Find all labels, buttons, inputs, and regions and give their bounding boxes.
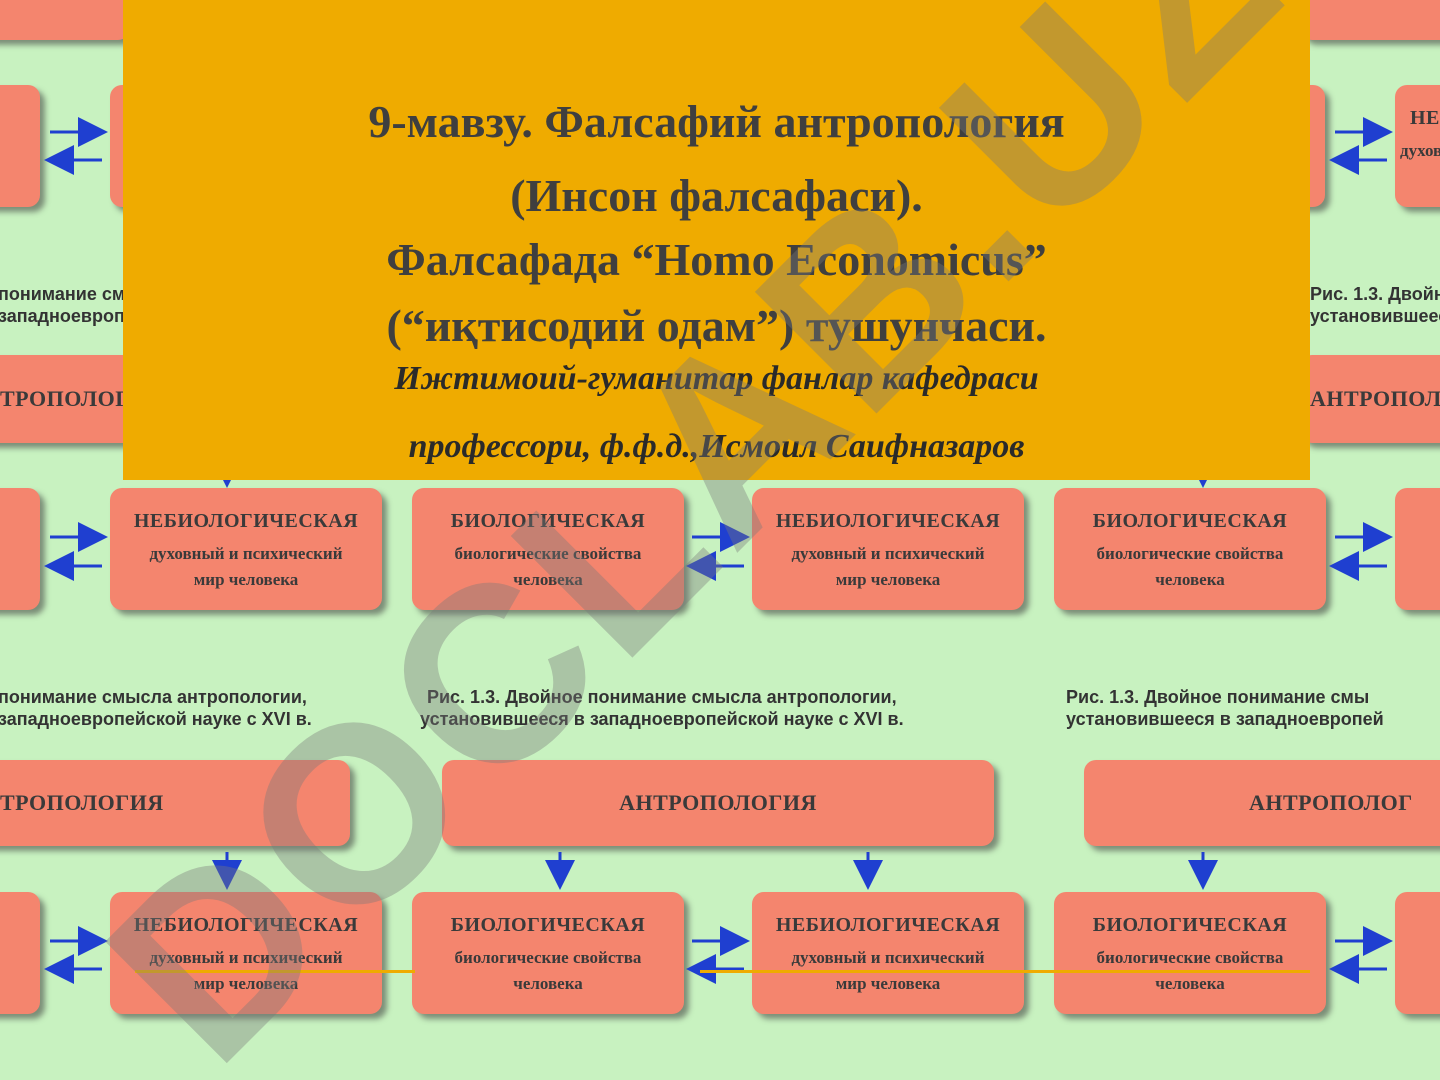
box-text: духовный и психический [149, 948, 343, 967]
diagram-box-nonbio: НЕБИОЛОГИЧЕСКАЯ духовный и психический м… [752, 892, 1024, 1014]
box-text: человека [513, 974, 583, 993]
box-title: АНТРОПОЛОГ [1310, 386, 1440, 411]
diagram-box-nonbio: НЕБИОЛОГИЧЕСКАЯ духовный и психический м… [110, 892, 382, 1014]
box-text: мир человека [835, 570, 941, 589]
box-text: духовный и психический [1400, 141, 1440, 160]
box-title: НЕБИОЛОГИЧЕСКАЯ [775, 510, 1001, 532]
diagram-box-anthro: АНТРОПОЛОГ [1084, 760, 1440, 846]
slide-title-line: (“иқтисодий одам”) тушунчаси. [386, 300, 1047, 351]
box-text: мир человека [835, 974, 941, 993]
diagram-box-anthro: АНТРОПОЛОГ [1300, 355, 1440, 443]
diagram-box-bio: БИОЛОГИЧЕСКАЯ биологические свойства чел… [412, 892, 684, 1014]
caption-line: Рис. 1.3. Двойное понимание смы [1310, 284, 1440, 304]
diagram-box-nonbio: НЕБИОЛОГИЧЕСКАЯ духовный и психический [1395, 85, 1440, 207]
box-title: АНТРОПОЛОГ [1249, 790, 1413, 815]
diagram-box-anthro [0, 0, 130, 40]
caption-line: Рис. 1.3. Двойное понимание смысла антро… [426, 687, 897, 707]
diagram-box-bio: БИОЛОГИЧЕСКАЯ биологические свойства чел… [1054, 892, 1326, 1014]
box-title: ТРОПОЛОГИЯ [0, 790, 164, 815]
decorative-line [700, 970, 1310, 973]
slide-subtitle-line: Ижтимоий-гуманитар фанлар кафедраси [394, 360, 1039, 397]
slide-title-line: Фалсафада “Homo Economicus” [386, 234, 1047, 285]
diagram-box-anthro: АНТРОПОЛОГИЯ [442, 760, 994, 846]
box-title: НЕБИОЛОГИЧЕСКАЯ [133, 510, 359, 532]
box-text: человека [513, 570, 583, 589]
box-title: БИОЛОГИЧЕСКАЯ [1092, 510, 1288, 532]
diagram-box-nonbio [1395, 892, 1440, 1014]
diagram-box-nonbio: НЕБИОЛОГИЧЕСКАЯ духовный и психический м… [752, 488, 1024, 610]
diagram-box-nonbio [0, 488, 40, 610]
caption-line: понимание смысла антропологии, [0, 687, 307, 707]
box-text: мир человека [193, 570, 299, 589]
box-title: НЕБИОЛОГИЧЕСКАЯ [133, 914, 359, 936]
decorative-line [135, 970, 415, 973]
diagram-box-anthro [1300, 0, 1440, 40]
box-text: духовный и психический [791, 544, 985, 563]
figure-caption: Рис. 1.3. Двойное понимание смысла антро… [420, 686, 904, 730]
slide-title-line: 9-мавзу. Фалсафий антропология [368, 96, 1065, 147]
box-text: биологические свойства [1096, 544, 1284, 563]
box-text: человека [1155, 570, 1225, 589]
box-title: НЕБИОЛОГИЧЕСКАЯ [1410, 107, 1440, 129]
title-banner: 9-мавзу. Фалсафий антропология (Инсон фа… [123, 0, 1310, 480]
diagram-box-bio: БИОЛОГИЧЕСКАЯ биологические свойства чел… [412, 488, 684, 610]
diagram-box-nonbio [0, 85, 40, 207]
caption-line: западноевропейской науке с XVI в. [0, 709, 312, 729]
box-title: ТРОПОЛОГИЯ [0, 386, 140, 411]
caption-line: Рис. 1.3. Двойное понимание смы [1066, 687, 1370, 707]
box-text: биологические свойства [454, 948, 642, 967]
figure-caption: Рис. 1.3. Двойное понимание смы установи… [1310, 283, 1440, 327]
box-title: НЕБИОЛОГИЧЕСКАЯ [775, 914, 1001, 936]
box-text: духовный и психический [149, 544, 343, 563]
diagram-box-anthro: ТРОПОЛОГИЯ [0, 760, 350, 846]
box-text: человека [1155, 974, 1225, 993]
slide-subtitle-line: профессори, ф.ф.д.,Исмоил Саифназаров [408, 428, 1025, 465]
figure-caption: Рис. 1.3. Двойное понимание смы установи… [1066, 686, 1384, 730]
box-text: биологические свойства [1096, 948, 1284, 967]
box-text: мир человека [193, 974, 299, 993]
box-text: духовный и психический [791, 948, 985, 967]
diagram-box-anthro: ТРОПОЛОГИЯ [0, 355, 140, 443]
box-title: АНТРОПОЛОГИЯ [619, 790, 817, 815]
caption-line: установившееся в западноевропей [1066, 709, 1384, 729]
diagram-box-nonbio: НЕБИОЛОГИЧЕСКАЯ духовный и психический м… [110, 488, 382, 610]
slide-title-line: (Инсон фалсафаси). [510, 170, 923, 221]
box-text: биологические свойства [454, 544, 642, 563]
diagram-box-bio: БИОЛОГИЧЕСКАЯ биологические свойства чел… [1054, 488, 1326, 610]
box-title: БИОЛОГИЧЕСКАЯ [450, 914, 646, 936]
box-title: БИОЛОГИЧЕСКАЯ [450, 510, 646, 532]
diagram-box-nonbio [1395, 488, 1440, 610]
caption-line: установившееся в западноевропейской наук… [420, 709, 904, 729]
caption-line: установившееся в западноевропей [1310, 306, 1440, 326]
diagram-box-nonbio [0, 892, 40, 1014]
figure-caption: понимание смысла антропологии, западноев… [0, 686, 312, 730]
box-title: БИОЛОГИЧЕСКАЯ [1092, 914, 1288, 936]
